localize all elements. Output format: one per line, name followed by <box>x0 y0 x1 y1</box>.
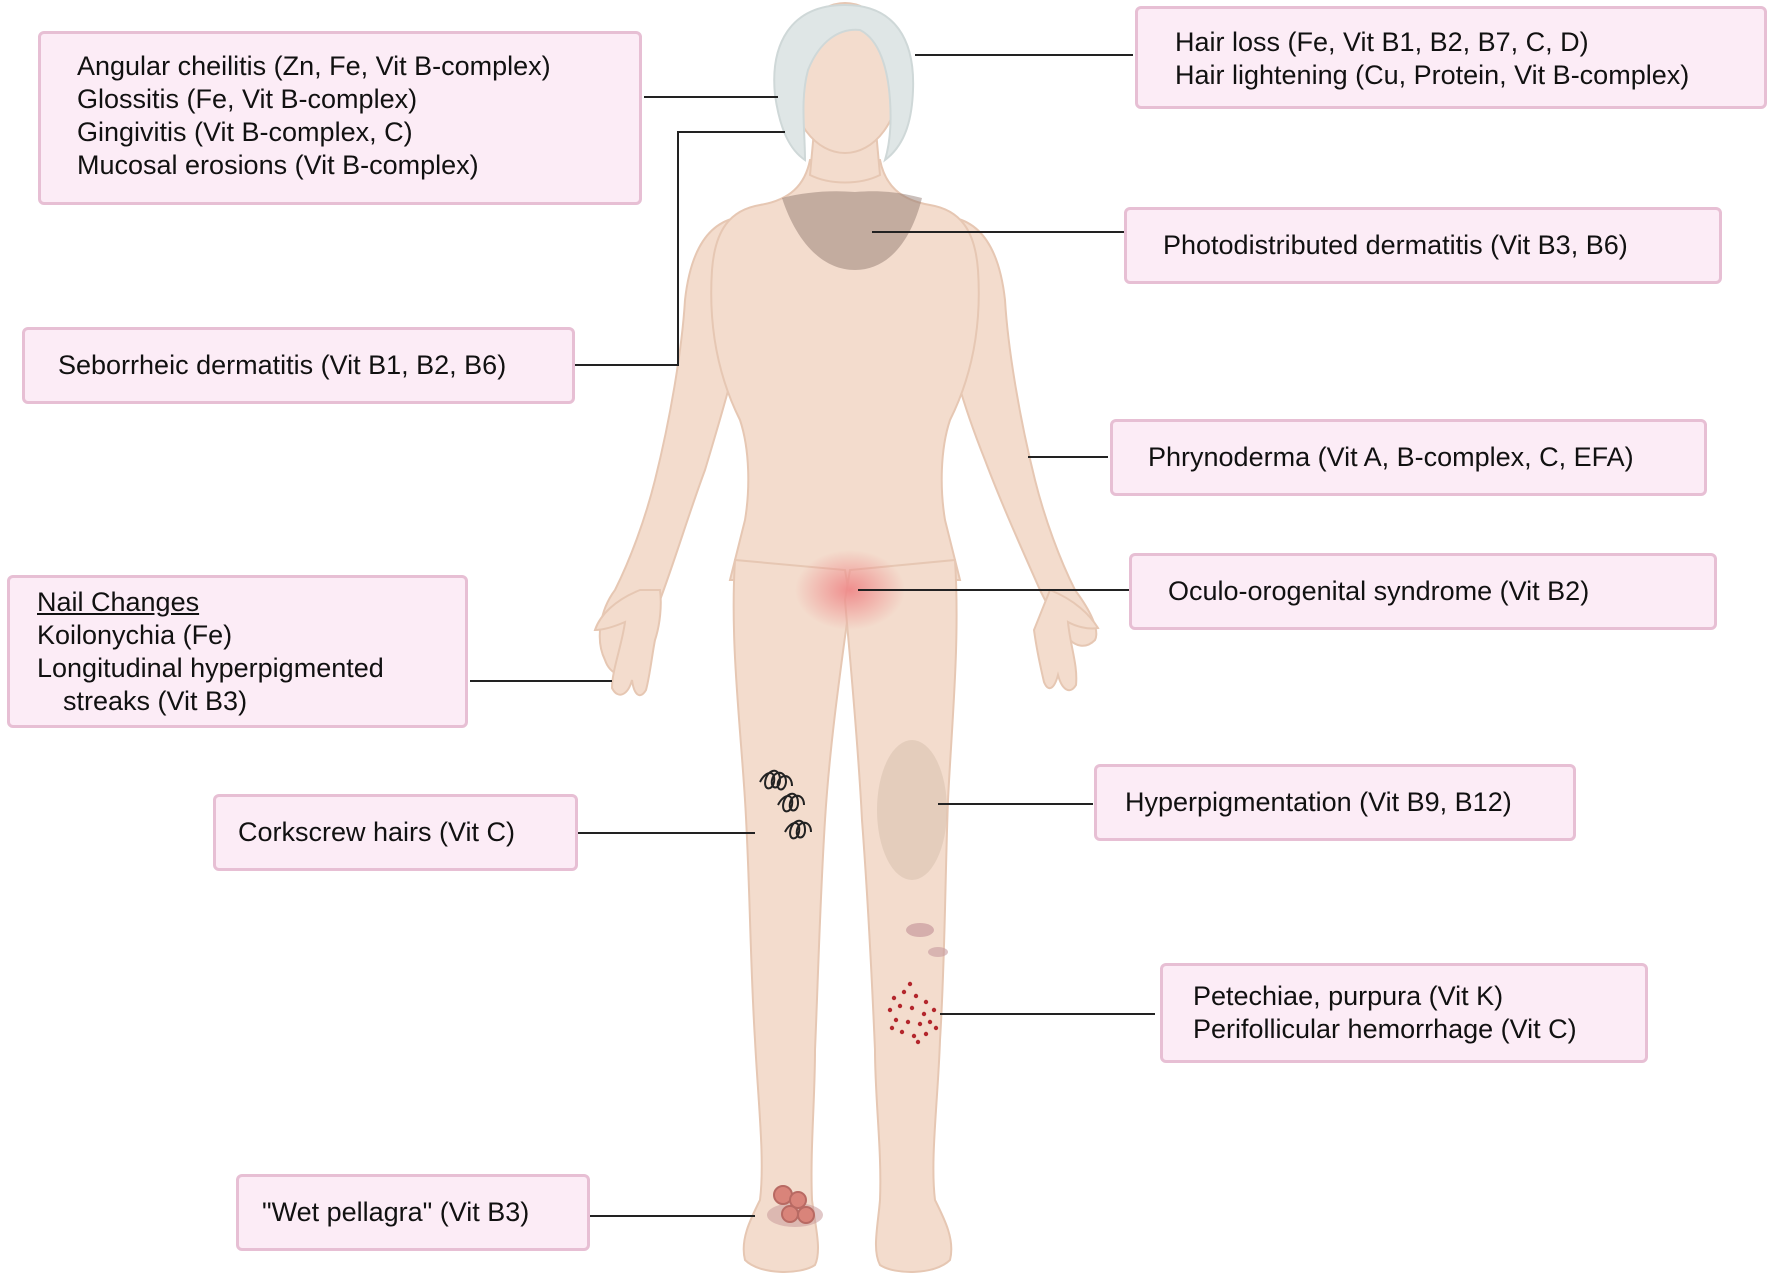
oculo-orogenital-box: Oculo-orogenital syndrome (Vit B2) <box>1129 553 1717 630</box>
nail-changes-heading: Nail Changes <box>37 587 200 617</box>
petechia-dot <box>887 1007 893 1013</box>
purpura-patch <box>906 923 934 937</box>
petechia-dot <box>933 1025 939 1031</box>
petechia-dot <box>913 993 919 999</box>
leader-seb <box>575 131 785 366</box>
seborrheic-dermatitis-box: Seborrheic dermatitis (Vit B1, B2, B6) <box>22 327 575 404</box>
seborrheic-dermatitis-label: Seborrheic dermatitis (Vit B1, B2, B6) <box>58 350 507 380</box>
corkscrew-hair-icon <box>759 769 812 840</box>
purpura-patch <box>928 947 948 957</box>
petechia-dot <box>909 1005 915 1011</box>
corkscrew-hairs-label: Corkscrew hairs (Vit C) <box>238 817 516 847</box>
right-arm <box>943 216 1098 647</box>
petechia-dot <box>923 999 929 1005</box>
oral-line-3: Gingivitis (Vit B-complex, C) <box>77 117 413 147</box>
petechia-dot <box>923 1031 929 1037</box>
petechia-dot <box>889 1025 895 1031</box>
left-hand <box>593 589 662 697</box>
petechiae-purpura-box: Petechiae, purpura (Vit K) Perifollicula… <box>1160 963 1648 1063</box>
right-leg <box>843 558 958 1273</box>
torso <box>710 159 980 581</box>
petechia-dot <box>897 1003 903 1009</box>
petechia-dot <box>905 1019 911 1025</box>
hyperpigmentation-box: Hyperpigmentation (Vit B9, B12) <box>1094 764 1576 841</box>
nail-changes-box: Nail Changes Koilonychia (Fe) Longitudin… <box>7 575 468 728</box>
hair-line-1: Hair loss (Fe, Vit B1, B2, B7, C, D) <box>1175 27 1589 57</box>
oral-line-4: Mucosal erosions (Vit B-complex) <box>77 150 479 180</box>
petechia-dot <box>915 1039 921 1045</box>
hair-findings-box: Hair loss (Fe, Vit B1, B2, B7, C, D) Hai… <box>1135 6 1767 109</box>
nail-line-1: Koilonychia (Fe) <box>37 620 233 650</box>
petechia-dot <box>907 981 913 987</box>
wet-pellagra-lesions-icon <box>767 1185 823 1227</box>
petechiae-line-2: Perifollicular hemorrhage (Vit C) <box>1193 1014 1577 1044</box>
petechia-dot <box>901 989 907 995</box>
petechia-dot <box>921 1011 927 1017</box>
hair-line-2: Hair lightening (Cu, Protein, Vit B-comp… <box>1175 60 1690 90</box>
petechia-dot <box>931 1007 937 1013</box>
phrynoderma-label: Phrynoderma (Vit A, B-complex, C, EFA) <box>1148 442 1634 472</box>
wet-pellagra-label: "Wet pellagra" (Vit B3) <box>262 1197 530 1227</box>
corkscrew-hairs-box: Corkscrew hairs (Vit C) <box>213 794 578 871</box>
oral-findings-box: Angular cheilitis (Zn, Fe, Vit B-complex… <box>38 31 642 205</box>
photodistributed-dermatitis-label: Photodistributed dermatitis (Vit B3, B6) <box>1163 230 1628 260</box>
left-leg <box>732 558 852 1273</box>
hyperpigmentation-patch <box>877 740 947 880</box>
oculo-orogenital-label: Oculo-orogenital syndrome (Vit B2) <box>1168 576 1590 606</box>
petechiae-dots-icon <box>887 981 939 1045</box>
photodistributed-dermatitis-box: Photodistributed dermatitis (Vit B3, B6) <box>1124 207 1722 284</box>
oral-line-2: Glossitis (Fe, Vit B-complex) <box>77 84 418 114</box>
petechia-dot <box>899 1029 905 1035</box>
genital-erythema <box>795 550 905 630</box>
petechiae-line-1: Petechiae, purpura (Vit K) <box>1193 981 1504 1011</box>
photodistributed-area <box>782 191 922 270</box>
petechia-dot <box>917 1021 923 1027</box>
right-hand <box>1032 588 1100 692</box>
oral-line-1: Angular cheilitis (Zn, Fe, Vit B-complex… <box>77 51 551 81</box>
nail-line-2: Longitudinal hyperpigmented <box>37 653 384 683</box>
phrynoderma-box: Phrynoderma (Vit A, B-complex, C, EFA) <box>1110 419 1707 496</box>
nail-line-3: streaks (Vit B3) <box>63 686 248 716</box>
petechia-dot <box>927 1019 933 1025</box>
petechia-dot <box>911 1033 917 1039</box>
left-arm <box>598 216 747 677</box>
wet-pellagra-box: "Wet pellagra" (Vit B3) <box>236 1174 590 1251</box>
leader-lines <box>470 54 1155 1217</box>
hair-icon <box>773 3 915 163</box>
hyperpigmentation-label: Hyperpigmentation (Vit B9, B12) <box>1125 787 1512 817</box>
petechia-dot <box>893 1017 899 1023</box>
petechia-dot <box>891 995 897 1001</box>
